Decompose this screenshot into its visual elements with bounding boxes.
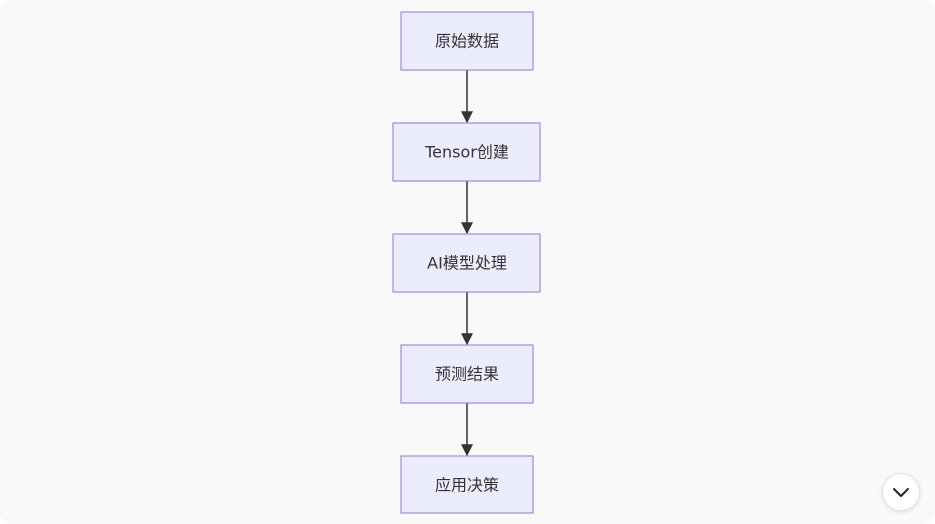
- node-prediction-box: [400, 344, 534, 404]
- node-raw-data-box: [400, 11, 534, 71]
- node-ai-model-box: [392, 233, 541, 293]
- node-apply: 应用决策: [400, 455, 534, 514]
- node-tensor-create-box: [392, 122, 541, 182]
- node-tensor-create: Tensor创建: [392, 122, 541, 182]
- node-raw-data: 原始数据: [400, 11, 534, 71]
- node-ai-model-label: AI模型处理: [427, 254, 507, 273]
- node-ai-model: AI模型处理: [392, 233, 541, 293]
- node-prediction: 预测结果: [400, 344, 534, 404]
- node-raw-data-label: 原始数据: [435, 32, 499, 51]
- node-prediction-label: 预测结果: [435, 365, 499, 384]
- node-apply-label: 应用决策: [435, 476, 499, 495]
- node-tensor-create-label: Tensor创建: [424, 143, 509, 162]
- scroll-down-button[interactable]: [882, 473, 920, 511]
- chevron-down-icon: [893, 488, 909, 497]
- node-apply-box: [400, 455, 534, 514]
